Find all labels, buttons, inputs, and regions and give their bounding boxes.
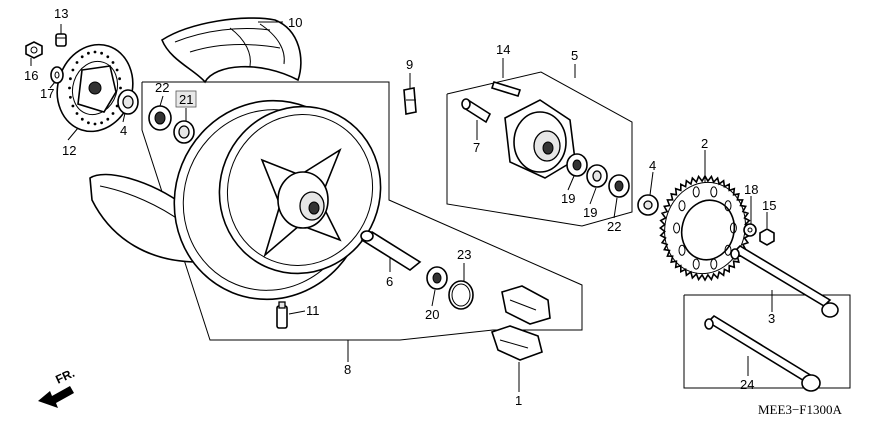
nut-15 [759, 228, 775, 246]
sprocket-hole [692, 186, 700, 198]
bearing-19b [586, 164, 608, 188]
collar-4-left [117, 89, 139, 115]
callout-19a: 19 [561, 191, 575, 206]
sprocket-hole [692, 258, 700, 270]
axle-sleeve-6 [360, 230, 422, 271]
sprocket-hole [673, 222, 681, 234]
diagram-code: MEE3−F1300A [758, 402, 843, 417]
disc-vent-hole [71, 104, 75, 108]
bearing-22-left [148, 105, 172, 131]
callout-3: 3 [768, 311, 775, 326]
wheel-rim [173, 99, 382, 301]
disc-vent-hole [106, 55, 110, 59]
direction-label: FR. [53, 366, 76, 387]
disc-vent-hole [100, 51, 103, 55]
disc-vent-hole [80, 117, 84, 121]
disc-vent-hole [87, 51, 90, 55]
disc-vent-hole [119, 86, 122, 90]
bearing-20 [426, 266, 448, 290]
callout-1: 1 [515, 393, 522, 408]
damper-rubbers [490, 285, 551, 361]
callout-21: 21 [179, 92, 193, 107]
axle-24 [704, 314, 821, 392]
sprocket [658, 174, 752, 282]
tire [161, 17, 302, 84]
callout-labels: 13 16 17 12 4 10 22 21 9 14 5 7 19 19 22… [24, 6, 776, 408]
disc-vent-hole [68, 86, 71, 90]
leader-lines [30, 21, 773, 392]
callout-10: 10 [288, 15, 302, 30]
callout-9: 9 [406, 57, 413, 72]
callout-4-right: 4 [649, 158, 656, 173]
callout-17: 17 [40, 86, 54, 101]
collar-4-right [637, 194, 659, 216]
disc-vent-hole [75, 112, 79, 115]
disc-vent-hole [111, 61, 115, 64]
axle-3 [730, 244, 839, 318]
callout-24: 24 [740, 377, 754, 392]
sprocket-hole [678, 200, 686, 212]
callout-21-highlight [175, 90, 197, 108]
callout-11: 11 [306, 303, 320, 318]
pin-9 [403, 87, 417, 115]
callout-14: 14 [496, 42, 510, 57]
callout-16: 16 [24, 68, 38, 83]
front-direction-arrow [38, 386, 74, 408]
callout-15: 15 [762, 198, 776, 213]
sprocket-hole [729, 222, 737, 234]
valve-11 [276, 301, 288, 329]
disc-vent-hole [100, 121, 103, 125]
disc-vent-hole [69, 77, 72, 81]
callout-7: 7 [473, 140, 480, 155]
bearing-21 [173, 120, 195, 144]
callout-19b: 19 [583, 205, 597, 220]
nut-16 [25, 41, 43, 59]
brake-disc [56, 43, 134, 133]
bearing-22-right [608, 174, 630, 198]
callout-18: 18 [744, 182, 758, 197]
disc-vent-hole [115, 68, 119, 72]
disc-vent-hole [93, 50, 97, 54]
callout-22-right: 22 [607, 219, 621, 234]
disc-vent-hole [75, 61, 79, 64]
disc-vent-hole [111, 112, 115, 115]
callout-13: 13 [54, 6, 68, 21]
sprocket-hole [724, 244, 732, 256]
callout-23: 23 [457, 247, 471, 262]
disc-vent-hole [93, 122, 97, 126]
stud-7 [461, 98, 492, 124]
sprocket-hole [678, 244, 686, 256]
disc-vent-hole [69, 95, 72, 99]
callout-12: 12 [62, 143, 76, 158]
disc-vent-hole [71, 68, 75, 72]
hub-group-outline [446, 71, 633, 227]
callout-2: 2 [701, 136, 708, 151]
disc-vent-hole [106, 117, 110, 121]
bolt-13 [55, 33, 67, 47]
disc-vent-hole [87, 121, 90, 125]
callout-8: 8 [344, 362, 351, 377]
washer-17 [50, 66, 64, 84]
bolt-14 [490, 81, 522, 97]
callout-20: 20 [425, 307, 439, 322]
callout-5: 5 [571, 48, 578, 63]
driven-flange [504, 99, 576, 179]
washer-18 [743, 223, 757, 237]
sprocket-hole [724, 200, 732, 212]
sprocket-hole [710, 258, 718, 270]
sprocket-hole [710, 186, 718, 198]
disc-vent-hole [118, 77, 121, 81]
disc-vent-hole [80, 55, 84, 59]
callout-22-left: 22 [155, 80, 169, 95]
bearing-19a [566, 153, 588, 177]
axle-group-outline [683, 294, 851, 389]
o-ring-23 [448, 280, 474, 310]
callout-6: 6 [386, 274, 393, 289]
callout-4-left: 4 [120, 123, 127, 138]
